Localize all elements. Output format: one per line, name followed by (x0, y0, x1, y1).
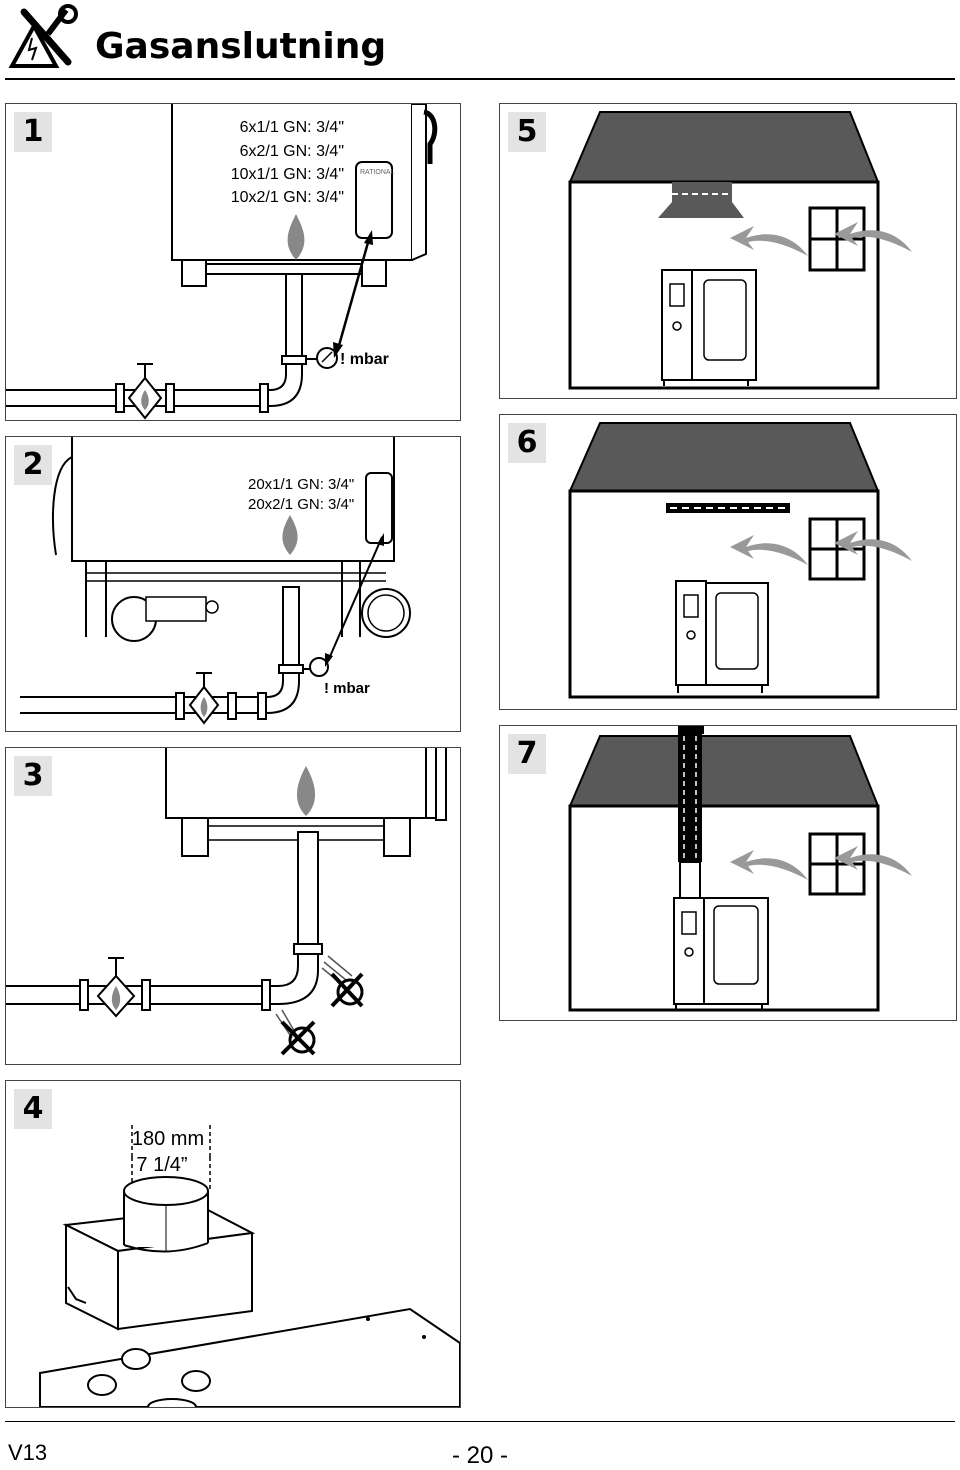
footer-rule (5, 1421, 955, 1422)
panel-7: 7 (499, 725, 957, 1021)
gas-valve-icon (188, 672, 220, 725)
window-icon (808, 517, 866, 581)
airflow-arrow-icon (730, 226, 808, 256)
brand-label: RATIONAL (360, 169, 395, 176)
spec-line: 6x2/1 GN: 3/4" (240, 143, 344, 160)
spec-line: 6x1/1 GN: 3/4" (240, 119, 344, 136)
airflow-arrow-icon (834, 531, 912, 561)
crossed-out-icon (275, 1009, 316, 1056)
panel-number: 1 (14, 112, 52, 152)
spec-line: 10x1/1 GN: 3/4" (231, 166, 344, 183)
pressure-label: ! mbar (324, 680, 370, 697)
crossed-out-icon (321, 955, 364, 1008)
page-title: Gasanslutning (95, 26, 387, 67)
oven-icon (673, 897, 769, 1010)
airflow-arrow-icon (730, 535, 808, 565)
flame-icon (282, 515, 298, 555)
airflow-arrow-icon (834, 846, 912, 876)
oven-icon (675, 580, 769, 693)
panel-number: 7 (508, 734, 546, 774)
window-icon (808, 206, 866, 272)
spec-line: 20x2/1 GN: 3/4" (248, 496, 354, 513)
gas-valve-icon (96, 957, 136, 1018)
dimension-inch: 7 1/4” (136, 1154, 187, 1176)
spec-line: 10x2/1 GN: 3/4" (231, 189, 344, 206)
warning-tools-icon (8, 4, 80, 74)
pressure-label: ! mbar (340, 351, 389, 368)
panel-6: 6 (499, 414, 957, 710)
panel-5: 5 (499, 103, 957, 399)
oven-icon (661, 269, 757, 386)
airflow-arrow-icon (730, 850, 808, 880)
dimension-mm: 180 mm (132, 1128, 204, 1150)
panel-number: 6 (508, 423, 546, 463)
version-label: V13 (8, 1440, 48, 1465)
panel-number: 5 (508, 112, 546, 152)
spec-line: 20x1/1 GN: 3/4" (248, 476, 354, 493)
header-rule (5, 78, 955, 80)
flame-icon (296, 766, 316, 816)
flame-icon (287, 214, 305, 260)
panel-4: 4 180 mm 7 1/4” (5, 1080, 461, 1408)
gas-valve-icon (127, 363, 163, 420)
panel-1: 1 6x1/1 GN: (5, 103, 461, 421)
window-icon (808, 832, 866, 896)
panel-number: 4 (14, 1089, 52, 1129)
panel-2: 2 20x1/1 GN: 3/4" 20x2/1 GN: 3/4" ! mba (5, 436, 461, 732)
airflow-arrow-icon (834, 222, 912, 252)
panel-number: 2 (14, 445, 52, 485)
page-number: - 20 - (452, 1442, 509, 1469)
panel-3: 3 (5, 747, 461, 1065)
pressure-gauge-icon (309, 657, 329, 677)
panel-number: 3 (14, 756, 52, 796)
